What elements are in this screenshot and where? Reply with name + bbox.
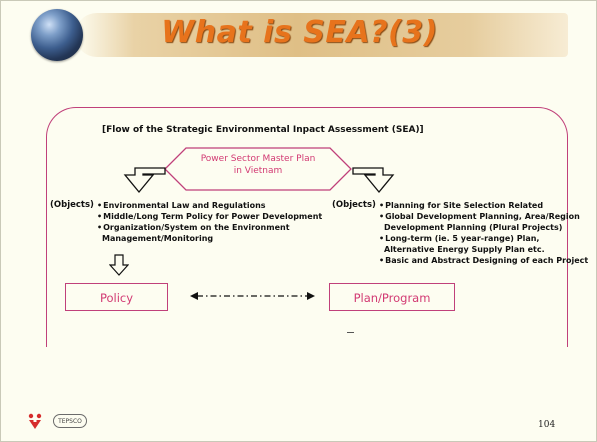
list-item: Basic and Abstract Designing of each Pro…: [379, 255, 588, 266]
plan-program-box: Plan/Program: [329, 283, 455, 311]
globe-icon: [31, 9, 83, 61]
flow-heading: [Flow of the Strategic Environmental Inp…: [102, 125, 424, 135]
right-down-arrow-icon: [352, 167, 395, 194]
right-objects-label: (Objects): [332, 200, 376, 210]
master-plan-label: Power Sector Master Plan in Vietnam: [164, 153, 352, 177]
master-plan-line1: Power Sector Master Plan: [200, 154, 316, 164]
list-item: Organization/System on the Environment: [97, 222, 322, 233]
company-logo-icon: [28, 413, 42, 429]
list-item: Environmental Law and Regulations: [97, 200, 322, 211]
list-item: Alternative Energy Supply Plan etc.: [384, 245, 545, 254]
list-item: Long-term (ie. 5 year-range) Plan,: [379, 233, 588, 244]
divider-mark: [347, 332, 354, 333]
left-objects-list: Environmental Law and Regulations Middle…: [97, 200, 322, 244]
tepsco-logo: TEPSCO: [53, 414, 87, 428]
page-number: 104: [538, 420, 556, 430]
flow-frame: [46, 107, 568, 347]
left-down-arrow-icon: [123, 167, 166, 194]
slide-title: What is SEA?(3): [161, 15, 438, 50]
left-objects-label: (Objects): [50, 200, 94, 210]
policy-box: Policy: [65, 283, 168, 311]
list-item: Development Planning (Plural Projects): [384, 223, 563, 232]
double-arrow-icon: [190, 292, 315, 300]
list-item: Middle/Long Term Policy for Power Develo…: [97, 211, 322, 222]
list-item: Global Development Planning, Area/Region: [379, 211, 588, 222]
master-plan-line2: in Vietnam: [233, 166, 283, 176]
list-item: Planning for Site Selection Related: [379, 200, 588, 211]
list-item: Management/Monitoring: [102, 234, 214, 243]
right-objects-list: Planning for Site Selection Related Glob…: [379, 200, 588, 266]
title-banner: [75, 13, 568, 57]
policy-down-arrow-icon: [109, 254, 129, 276]
